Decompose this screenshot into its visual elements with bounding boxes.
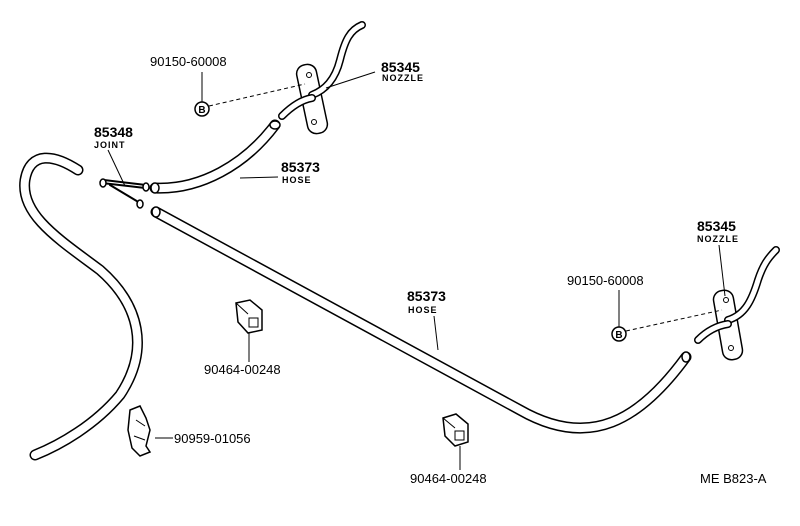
clip-part (127, 405, 152, 457)
nozzle-top (278, 21, 366, 135)
screw-top-number: 90150-60008 (150, 54, 227, 69)
short-hose (149, 119, 281, 194)
joint-number: 85348 (94, 124, 133, 140)
clip-number: 90959-01056 (174, 431, 251, 446)
nozzle-top-name: NOZZLE (382, 73, 424, 83)
diagram-code: ME B823-A (700, 471, 767, 486)
body-outline (19, 152, 143, 461)
hose-short-number: 85373 (281, 159, 320, 175)
nozzle-right-number: 85345 (697, 218, 736, 234)
hose-short-name: HOSE (282, 175, 312, 185)
hose-long-name: HOSE (408, 305, 438, 315)
screw-marker-top-label: B (198, 105, 205, 116)
screw-marker-right-label: B (615, 330, 622, 341)
clamp-bottom (442, 413, 469, 447)
nozzle-right-name: NOZZLE (697, 234, 739, 244)
leader-lines (107, 71, 726, 470)
long-hose (150, 206, 692, 434)
joint-name: JOINT (94, 140, 126, 150)
labels: 90150-60008 85345 NOZZLE 85348 JOINT 853… (94, 54, 767, 486)
hose-long-number: 85373 (407, 288, 446, 304)
joint-part (99, 178, 150, 209)
clamp-left (235, 299, 263, 334)
clamp-bottom-number: 90464-00248 (410, 471, 487, 486)
screw-marker-top: B (194, 101, 210, 117)
screw-marker-right: B (611, 326, 627, 342)
screw-right-number: 90150-60008 (567, 273, 644, 288)
nozzle-right (694, 246, 780, 361)
clamp-left-number: 90464-00248 (204, 362, 281, 377)
nozzle-top-number: 85345 (381, 59, 420, 75)
